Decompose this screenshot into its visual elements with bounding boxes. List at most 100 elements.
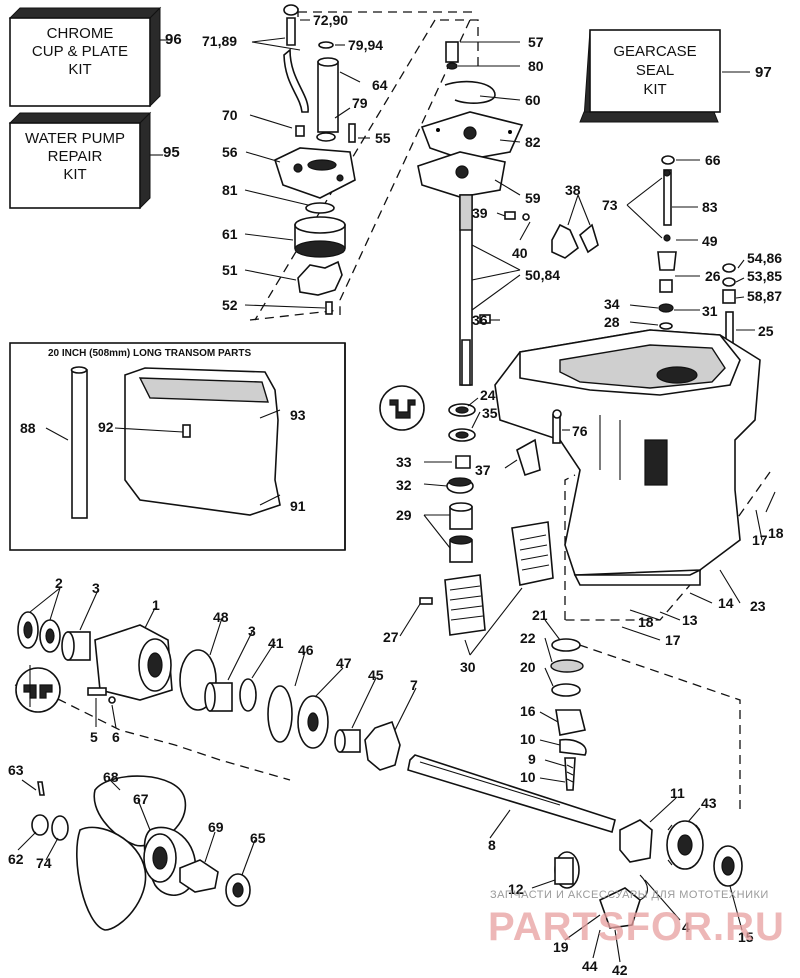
callout: 69 <box>208 819 224 835</box>
callout: 11 <box>670 785 685 801</box>
callout: 8 <box>488 837 496 853</box>
callout: 50,84 <box>525 267 560 283</box>
callout: 58,87 <box>747 288 782 304</box>
water-pump-kit-number: 95 <box>163 144 180 161</box>
callout: 24 <box>480 387 496 403</box>
callout: 47 <box>336 655 352 671</box>
propeller-assembly <box>31 775 251 931</box>
callout-leader-lines <box>17 19 776 963</box>
callout: 93 <box>290 407 306 423</box>
gearcase-kit-line-1: GEARCASE <box>613 43 696 60</box>
callout: 29 <box>396 507 412 523</box>
callout: 71,89 <box>202 33 237 49</box>
callout: 30 <box>460 659 476 675</box>
water-pump-kit-line-3: KIT <box>63 166 86 183</box>
callout: 4 <box>682 919 690 935</box>
callout-numbers: 72,90 71,89 79,94 64 79 70 55 56 81 61 5… <box>8 12 784 978</box>
callout: 25 <box>758 323 774 339</box>
dashed-group-lines <box>14 8 771 810</box>
callout: 70 <box>222 107 238 123</box>
water-pump-repair-kit-box: WATER PUMP REPAIR KIT 95 <box>8 111 180 210</box>
callout: 44 <box>582 958 598 974</box>
callout: 9 <box>528 751 536 767</box>
callout: 17 <box>752 532 768 548</box>
callout: 20 <box>520 659 536 675</box>
chrome-kit-line-3: KIT <box>68 61 91 78</box>
callout: 31 <box>702 303 718 319</box>
watermark: ЗАПЧАСТИ И АКСЕССУАРЫ ДЛЯ МОТОТЕХНИКИ PA… <box>488 889 785 949</box>
callout: 45 <box>368 667 384 683</box>
callout: 7 <box>410 677 418 693</box>
callout: 66 <box>705 152 721 168</box>
callout: 37 <box>475 462 491 478</box>
callout: 73 <box>602 197 618 213</box>
callout: 64 <box>372 77 388 93</box>
chrome-cup-plate-kit-box: CHROME CUP & PLATE KIT 96 <box>8 6 182 108</box>
callout: 22 <box>520 630 536 646</box>
callout: 2 <box>55 575 63 591</box>
callout: 42 <box>612 962 628 978</box>
callout: 16 <box>520 703 536 719</box>
callout: 65 <box>250 830 266 846</box>
callout: 12 <box>508 881 524 897</box>
callout: 72,90 <box>313 12 348 28</box>
callout: 67 <box>133 791 149 807</box>
callout: 14 <box>718 595 734 611</box>
propeller-shaft <box>407 754 616 834</box>
water-pump-kit-line-2: REPAIR <box>48 148 103 165</box>
callout: 43 <box>701 795 717 811</box>
callout: 80 <box>528 58 544 74</box>
watermark-tagline: ЗАПЧАСТИ И АКСЕССУАРЫ ДЛЯ МОТОТЕХНИКИ <box>490 889 769 901</box>
callout: 76 <box>572 423 588 439</box>
driveshaft-and-plates <box>417 41 599 386</box>
callout: 51 <box>222 262 238 278</box>
callout: 82 <box>525 134 541 150</box>
chrome-kit-line-1: CHROME <box>47 25 114 42</box>
callout: 55 <box>375 130 391 146</box>
callout: 35 <box>482 405 498 421</box>
callout: 83 <box>702 199 718 215</box>
callout: 41 <box>268 635 284 651</box>
callout: 26 <box>705 268 721 284</box>
callout: 48 <box>213 609 229 625</box>
water-pump-kit-line-1: WATER PUMP <box>25 130 125 147</box>
callout: 23 <box>750 598 766 614</box>
callout: 10 <box>520 769 536 785</box>
transom-panel-title: 20 INCH (508mm) LONG TRANSOM PARTS <box>48 348 252 359</box>
callout: 53,85 <box>747 268 782 284</box>
callout: 1 <box>152 597 160 613</box>
callout: 63 <box>8 762 24 778</box>
gearcase-kit-number: 97 <box>755 64 772 81</box>
bearing-housing-assembly <box>15 611 401 771</box>
callout: 60 <box>525 92 541 108</box>
callout: 21 <box>532 607 548 623</box>
callout: 62 <box>8 851 24 867</box>
callout: 3 <box>248 623 256 639</box>
callout: 39 <box>472 205 488 221</box>
watermark-logo: PARTSFOR.RU <box>488 905 785 949</box>
callout: 46 <box>298 642 314 658</box>
callout: 56 <box>222 144 238 160</box>
chrome-kit-number: 96 <box>165 31 182 48</box>
callout: 3 <box>92 580 100 596</box>
callout: 74 <box>36 855 52 871</box>
callout: 88 <box>20 420 36 436</box>
callout: 6 <box>112 729 120 745</box>
chrome-kit-line-2: CUP & PLATE <box>32 43 128 60</box>
callout: 79,94 <box>348 37 383 53</box>
callout: 92 <box>98 419 114 435</box>
callout: 52 <box>222 297 238 313</box>
callout: 61 <box>222 226 238 242</box>
callout: 19 <box>553 939 569 955</box>
bearings-and-seals <box>379 385 562 563</box>
callout: 36 <box>472 312 488 328</box>
callout: 5 <box>90 729 98 745</box>
callout: 38 <box>565 182 581 198</box>
callout: 59 <box>525 190 541 206</box>
gearcase-housing <box>494 329 761 586</box>
callout: 18 <box>768 525 784 541</box>
callout: 10 <box>520 731 536 747</box>
callout: 27 <box>383 629 399 645</box>
callout: 68 <box>103 769 119 785</box>
